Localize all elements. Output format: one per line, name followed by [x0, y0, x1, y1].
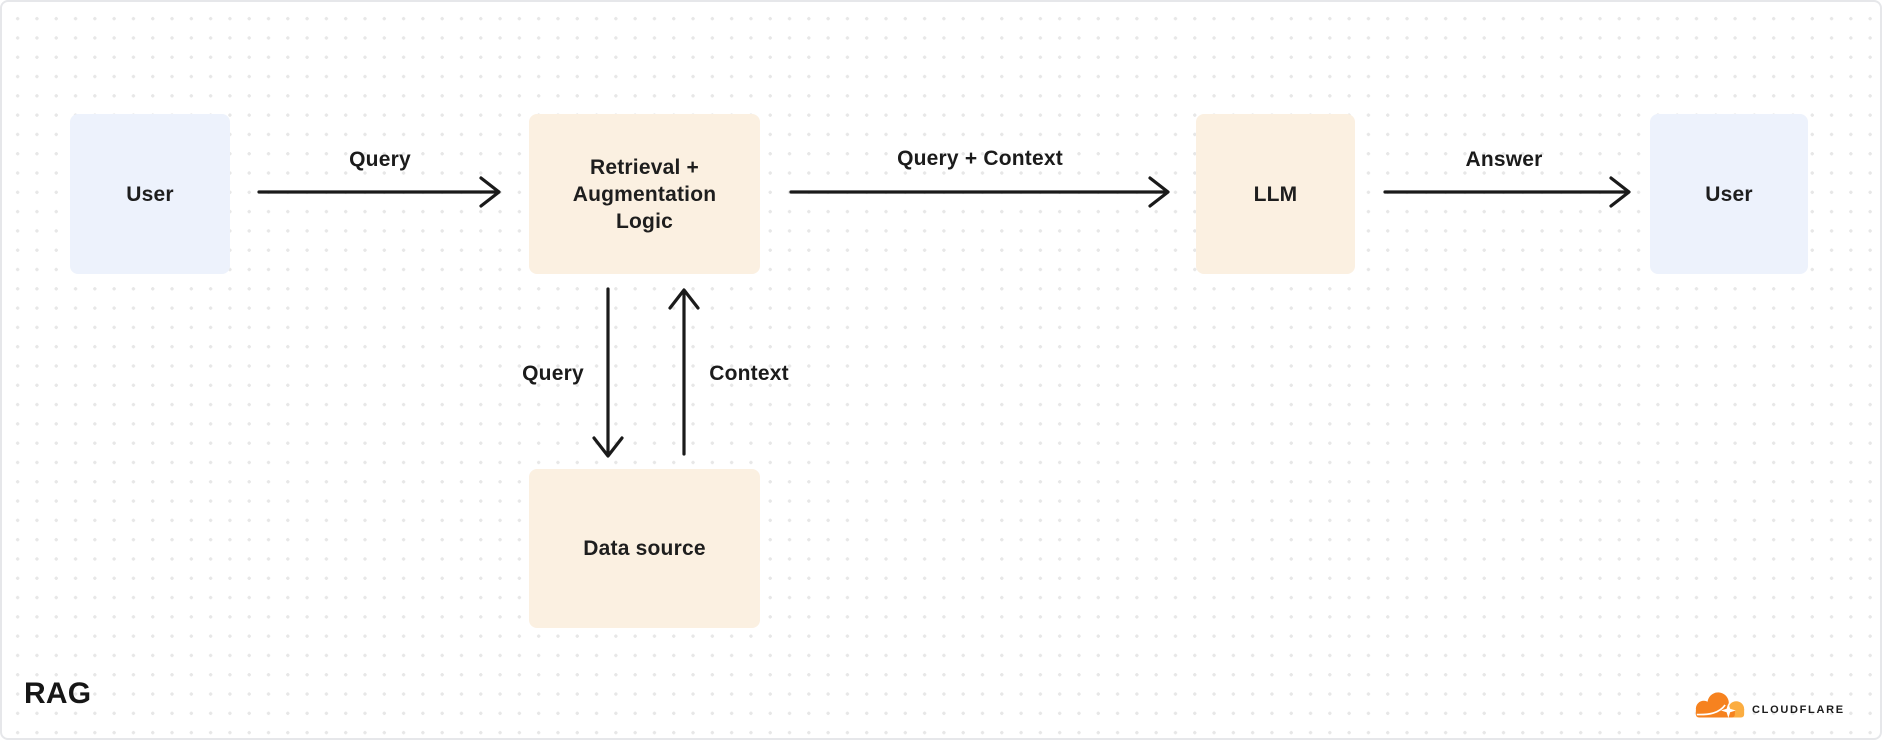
- node-user-right: User: [1650, 114, 1808, 274]
- node-user-left-label: User: [126, 182, 174, 206]
- node-data-source-label: Data source: [583, 537, 706, 560]
- node-retrieval-augmentation-logic: Retrieval + Augmentation Logic: [529, 114, 760, 274]
- diagram-title: RAG: [24, 677, 92, 710]
- edge-label-query: Query: [349, 148, 411, 171]
- edge-label-query-context: Query + Context: [897, 147, 1063, 170]
- edge-label-answer: Answer: [1465, 148, 1543, 171]
- arrowhead-retrieval-to-datasource-icon: [592, 436, 624, 458]
- cloudflare-logo: CLOUDFLARE: [1694, 690, 1845, 719]
- cloudflare-logo-text: CLOUDFLARE: [1752, 704, 1845, 716]
- arrowhead-llm-to-user-icon: [1609, 176, 1631, 208]
- edge-label-query-down: Query: [522, 362, 584, 385]
- node-llm-label: LLM: [1253, 182, 1298, 206]
- cloudflare-cloud-icon: [1695, 692, 1745, 718]
- arrowhead-retrieval-to-llm-icon: [1148, 176, 1170, 208]
- node-user-right-label: User: [1705, 182, 1753, 206]
- node-user-left: User: [70, 114, 230, 274]
- arrowhead-datasource-to-retrieval-icon: [668, 288, 700, 310]
- node-retrieval-label: Retrieval + Augmentation Logic: [572, 155, 717, 233]
- node-llm: LLM: [1196, 114, 1355, 274]
- edge-label-context-up: Context: [709, 362, 789, 385]
- arrowhead-user-to-retrieval-icon: [479, 176, 501, 208]
- node-data-source: Data source: [529, 469, 760, 628]
